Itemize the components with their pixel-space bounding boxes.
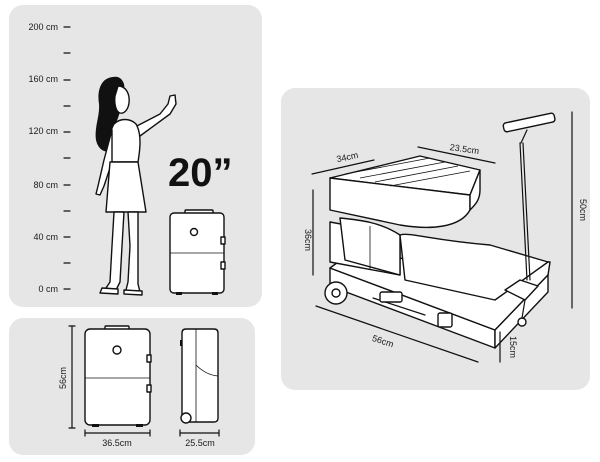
side-view xyxy=(180,328,219,424)
handle-height-label: 50cm xyxy=(578,199,588,221)
front-height-dimension: 56cm xyxy=(58,325,76,429)
tick-label-120: 120 cm xyxy=(28,126,58,136)
size-label: 20” xyxy=(168,151,233,195)
woman-silhouette-icon xyxy=(95,76,177,296)
front-view xyxy=(84,325,152,427)
luggage-scooter-icon xyxy=(324,112,556,349)
side-depth-dimension: 25.5cm xyxy=(179,429,220,448)
scale-ticks xyxy=(63,26,71,290)
tick-label-0: 0 cm xyxy=(38,284,58,294)
top-depth-label: 34cm xyxy=(336,150,360,164)
front-width-dimension: 36.5cm xyxy=(84,429,151,448)
tick-label-200: 200 cm xyxy=(28,22,58,32)
suitcase-icon xyxy=(169,209,226,295)
front-height-label: 56cm xyxy=(58,367,68,389)
front-height-iso-dimension: 36cm xyxy=(303,189,314,276)
top-depth-dimension: 34cm xyxy=(311,150,375,175)
base-height-label: 15cm xyxy=(508,336,518,358)
top-width-dimension: 23.5cm xyxy=(417,142,496,164)
front-width-label: 36.5cm xyxy=(102,438,132,448)
handle-height-dimension: 50cm xyxy=(571,111,588,309)
tick-label-80: 80 cm xyxy=(33,180,58,190)
tick-label-40: 40 cm xyxy=(33,232,58,242)
front-height-iso-label: 36cm xyxy=(303,229,313,251)
base-height-dimension: 15cm xyxy=(499,331,518,363)
top-width-label: 23.5cm xyxy=(449,142,480,156)
height-scale: 200 cm 160 cm 120 cm 80 cm 40 cm 0 cm xyxy=(28,22,71,294)
side-depth-label: 25.5cm xyxy=(185,438,215,448)
tick-label-160: 160 cm xyxy=(28,74,58,84)
base-length-label: 56cm xyxy=(371,333,395,349)
